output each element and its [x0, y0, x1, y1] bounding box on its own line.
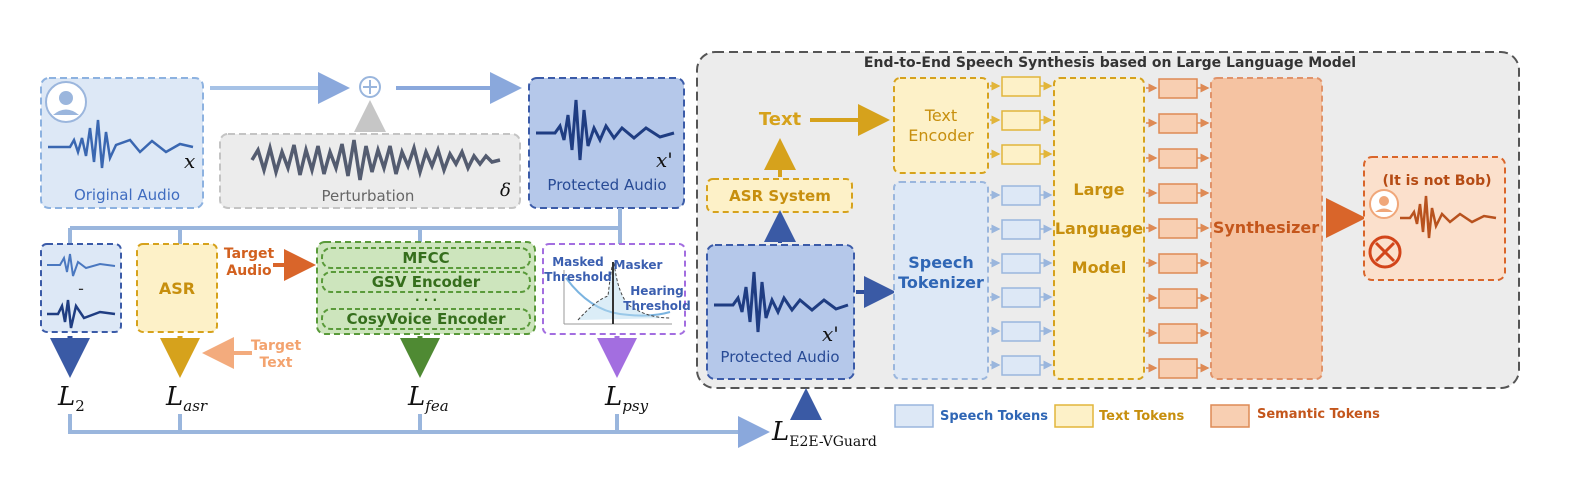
legend-text-label: Text Tokens [1099, 409, 1185, 424]
output-caption: (It is not Bob) [1382, 173, 1491, 189]
l2-minus: - [78, 279, 84, 298]
legend [894, 404, 1250, 428]
speech-tokenizer-line2: Tokenizer [898, 273, 984, 292]
target-audio-line1: Target [224, 246, 275, 262]
perturbation-label: Perturbation [322, 187, 415, 205]
protected-audio-label: Protected Audio [547, 176, 666, 194]
protected-waveform [536, 99, 675, 161]
loss-fea: Lfea [407, 382, 449, 415]
text-encoder-line1: Text [924, 106, 957, 125]
original-waveform [48, 119, 194, 169]
original-audio-box [40, 77, 204, 209]
protected-right-var: x' [822, 322, 839, 346]
encoder-group [316, 241, 536, 335]
distribution-lines [68, 208, 622, 244]
text-encoder-line2: Encoder [908, 126, 974, 145]
text-label: Text [759, 109, 802, 130]
forbidden-icon [1368, 235, 1402, 269]
protected-audio-right-label: Protected Audio [720, 348, 839, 366]
target-audio-line2: Audio [226, 263, 272, 279]
l2-box [40, 243, 122, 333]
speech-tokens [990, 185, 1053, 376]
encoder-gsv: GSV Encoder [372, 273, 481, 291]
target-text-line1: Target [251, 338, 302, 354]
synthesizer-box [1210, 77, 1323, 380]
e2e-title: End-to-End Speech Synthesis based on Lar… [864, 55, 1356, 71]
asr-system-box [706, 178, 853, 213]
perturbation-var: δ [500, 180, 511, 201]
loss-asr: Lasr [165, 382, 208, 415]
text-encoder-box [893, 77, 989, 174]
legend-semantic-swatch [1210, 404, 1250, 428]
speech-tokenizer-line1: Speech [908, 253, 974, 272]
protected-audio-box [528, 77, 685, 209]
protected-var: x' [656, 148, 673, 172]
asr-box [136, 243, 218, 333]
psy-box [542, 243, 686, 335]
psy-masked-1: Masked [552, 255, 604, 269]
asr-system-label: ASR System [729, 187, 831, 205]
perturbation-waveform [250, 139, 501, 181]
llm-box [1053, 77, 1145, 380]
speech-tokenizer-box [893, 181, 989, 380]
legend-speech-swatch [894, 404, 934, 428]
loss-psy: Lpsy [604, 382, 649, 415]
llm-line3: Model [1072, 258, 1127, 277]
psy-masker: Masker [614, 258, 663, 272]
text-tokens [990, 76, 1053, 165]
psy-masked-2: Threshold [544, 270, 611, 284]
protected-audio-right-box [706, 244, 855, 380]
encoder-cosyvoice: CosyVoice Encoder [347, 310, 507, 328]
original-audio-label: Original Audio [74, 186, 180, 204]
llm-line2: Language [1055, 219, 1143, 238]
psy-hearing-2: Threshold [623, 299, 690, 313]
encoder-mfcc: MFCC [402, 249, 449, 267]
output-box [1363, 156, 1506, 281]
synthesizer-label: Synthesizer [1213, 218, 1319, 237]
perturbation-box [219, 133, 521, 209]
original-var: x [184, 149, 195, 173]
aggregate-lines [68, 414, 760, 434]
asr-label: ASR [159, 279, 195, 298]
psy-hearing-1: Hearing [630, 284, 683, 298]
legend-semantic-label: Semantic Tokens [1257, 407, 1380, 422]
semantic-tokens [1146, 78, 1210, 379]
loss-total: LE2E-VGuard [771, 417, 877, 450]
legend-speech-label: Speech Tokens [940, 409, 1048, 424]
loss-l2: L2 [57, 382, 85, 415]
legend-text-swatch [1054, 404, 1094, 428]
llm-line1: Large [1073, 180, 1124, 199]
encoder-ellipsis: · · · [415, 293, 437, 307]
target-text-line2: Text [260, 355, 293, 371]
